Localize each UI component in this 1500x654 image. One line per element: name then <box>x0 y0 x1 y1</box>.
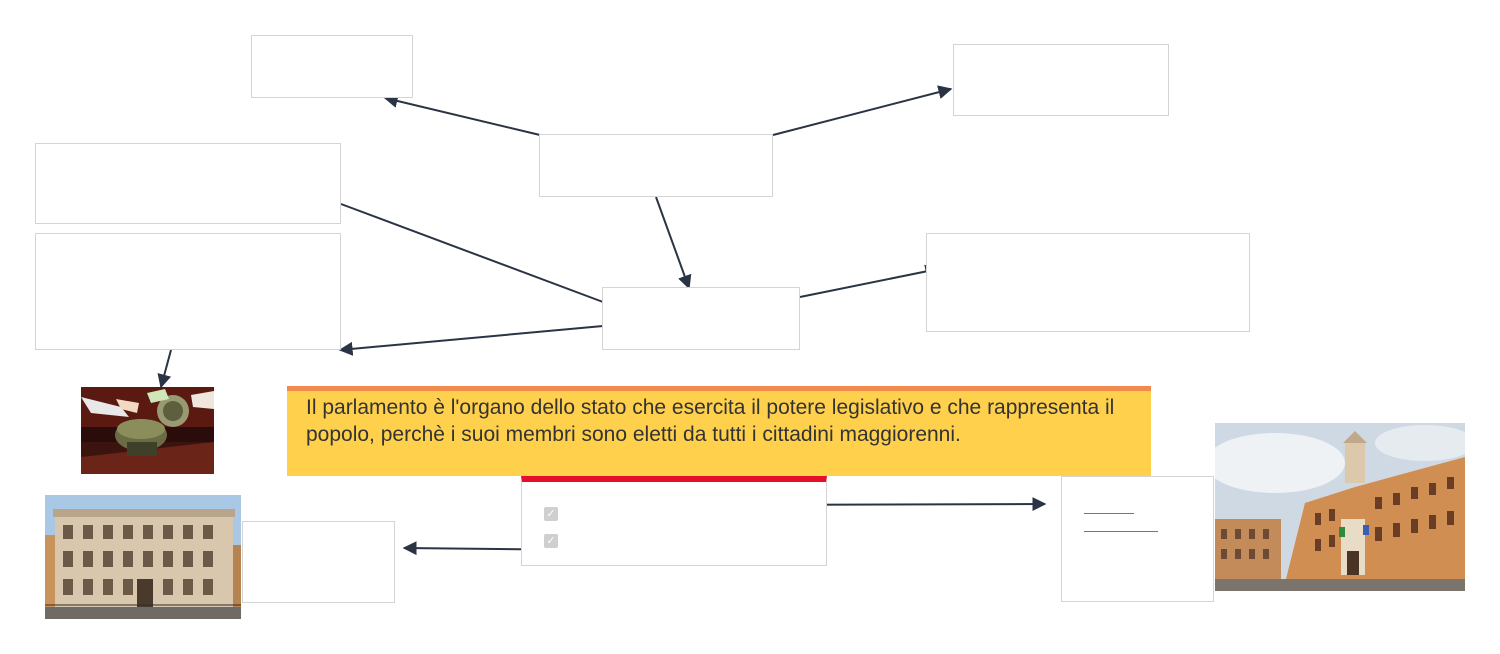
box-right-middle[interactable] <box>926 233 1250 332</box>
voting-urn-photo <box>81 387 214 474</box>
palazzo-montecitorio-photo <box>1215 423 1465 591</box>
box-top-left[interactable] <box>251 35 413 98</box>
arrow-to-center-box <box>655 196 692 290</box>
box-top-right[interactable] <box>953 44 1169 116</box>
definition-text: Il parlamento è l'organo dello stato che… <box>306 396 1115 446</box>
box-top-center[interactable] <box>539 134 773 197</box>
box-left-lower[interactable] <box>35 233 341 350</box>
checkbox-checked-icon[interactable]: ✓ <box>544 507 558 521</box>
palazzo-madama-photo <box>45 495 241 619</box>
arrow-to-top-left-box <box>383 94 541 136</box>
box-left-upper[interactable] <box>35 143 341 224</box>
box-senate[interactable] <box>242 521 395 603</box>
link-underline-2[interactable] <box>1084 531 1158 532</box>
checklist-card: ✓ ✓ <box>521 476 827 566</box>
box-center[interactable] <box>602 287 800 350</box>
arrow-to-left-box-lower <box>338 325 604 356</box>
arrow-to-urn-photo <box>157 349 172 389</box>
box-chamber[interactable] <box>1061 476 1214 602</box>
line-to-left-box-upper <box>340 203 604 303</box>
arrow-to-right-box <box>799 264 940 298</box>
definition-callout: Il parlamento è l'organo dello stato che… <box>287 386 1151 476</box>
checkbox-checked-icon[interactable]: ✓ <box>544 534 558 548</box>
link-underline-1[interactable] <box>1084 513 1134 514</box>
arrow-to-top-right-box <box>772 85 953 136</box>
